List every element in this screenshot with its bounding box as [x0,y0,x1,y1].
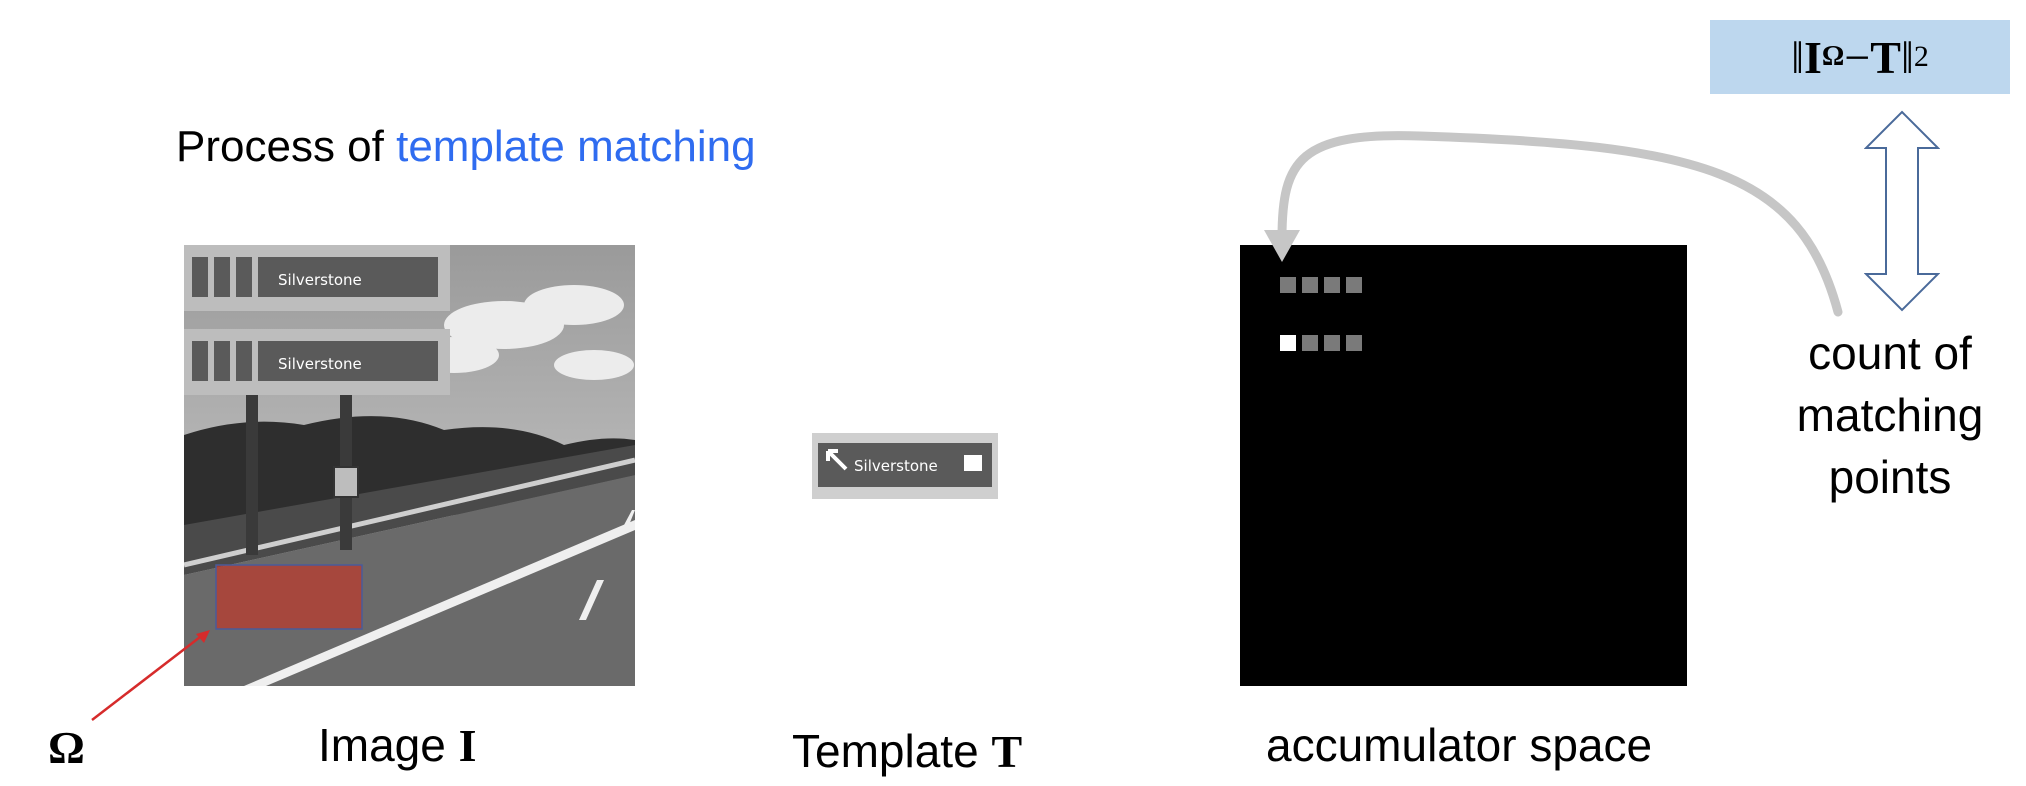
double-arrow [1864,110,1940,312]
title-prefix: Process of [176,122,397,171]
sign-text-bottom: Silverstone [278,355,362,373]
accumulator-cell [1280,277,1296,293]
accumulator-cell [1302,335,1318,351]
formula-norm-close: ‖ [1900,31,1914,83]
formula-subscript: Ω [1821,41,1845,72]
omega-symbol: Ω [48,722,85,773]
image-caption: Image I [318,718,477,772]
template-caption: Template T [792,724,1022,778]
sign-text-top: Silverstone [278,271,362,289]
accumulator-space [1240,245,1687,686]
template-caption-symbol: T [991,726,1023,777]
template-caption-prefix: Template [792,725,992,777]
accumulator-cell [1302,277,1318,293]
image-caption-symbol: I [458,720,477,771]
accumulator-cell-peak [1280,335,1296,351]
region-omega [215,564,363,630]
formula-power: 2 [1913,40,1929,73]
accumulator-cell [1346,335,1362,351]
template-sign-text: Silverstone [854,457,938,475]
accumulator-caption: accumulator space [1266,718,1652,772]
small-road-sign [333,466,359,498]
formula-minus: − [1844,31,1871,83]
sign-post-left [246,385,258,555]
accumulator-caption-text: accumulator space [1266,719,1653,771]
formula-I: I [1804,31,1822,83]
guard-rail [184,457,635,568]
count-line-2: matching [1796,389,1984,441]
sign-gantry-top: Silverstone [184,245,450,311]
diagram-title: Process of template matching [176,122,756,172]
road-dash-2 [624,510,635,525]
accumulator-cell [1324,277,1340,293]
omega-label: Ω [48,720,85,774]
formula-norm-open: ‖ [1791,31,1805,83]
count-label: count of matching points [1760,322,2020,508]
image-caption-prefix: Image [318,719,459,771]
road-image: Silverstone Silverstone [184,245,635,686]
road-dash-1 [579,580,604,620]
road-surface [184,475,635,686]
count-line-3: points [1828,451,1952,503]
count-line-1: count of [1808,327,1972,379]
title-highlight: template matching [396,122,756,171]
accumulator-cell [1324,335,1340,351]
sign-gantry-bottom: Silverstone [184,329,450,395]
accumulator-cell [1346,277,1362,293]
template-image: Silverstone [812,433,998,499]
formula-T: T [1870,31,1901,83]
road-line [244,520,635,686]
